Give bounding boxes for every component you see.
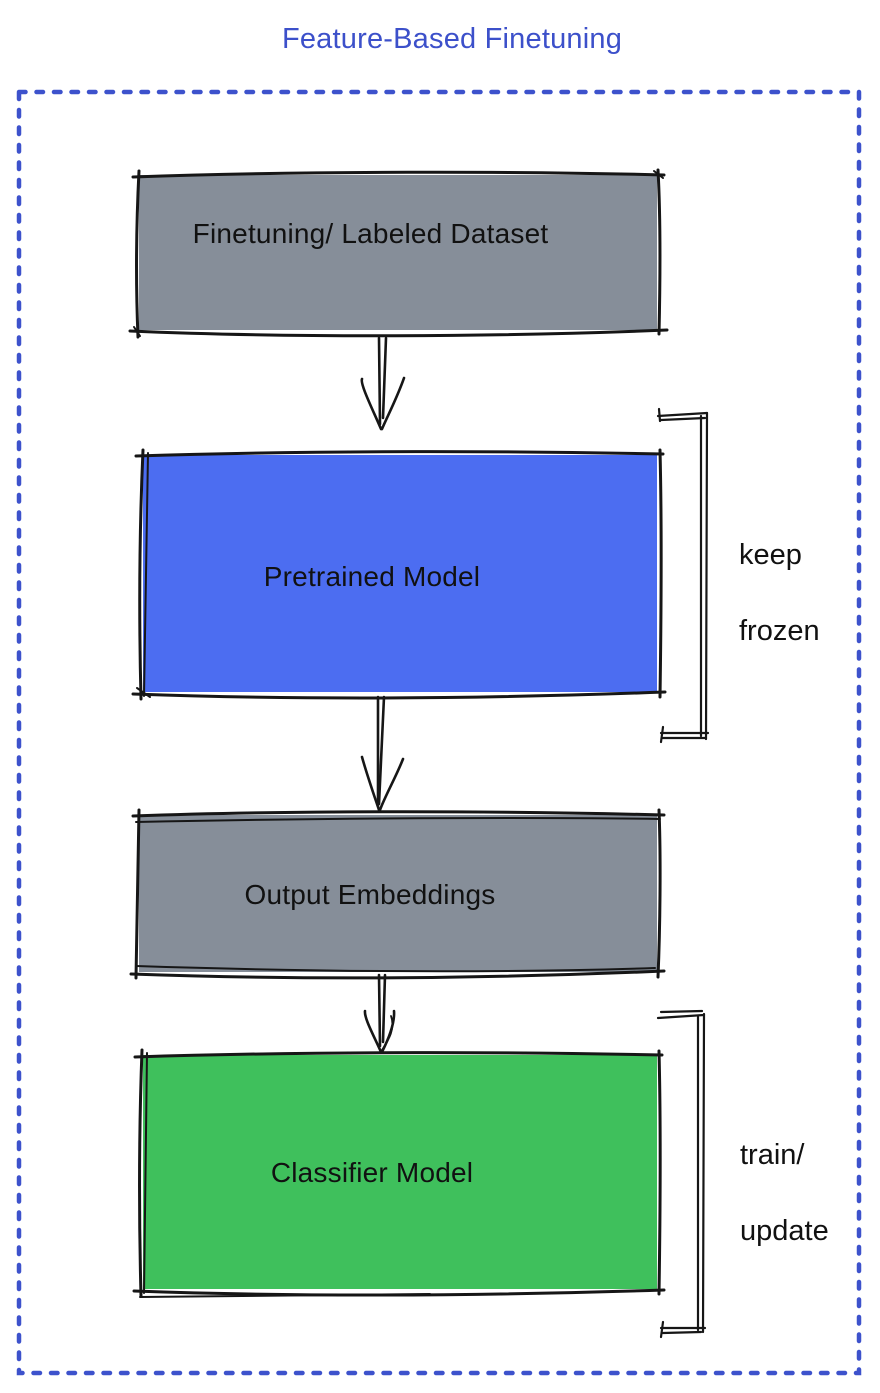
train-update-bracket xyxy=(656,1009,707,1339)
arrow-dataset-to-pretrained xyxy=(360,336,406,431)
dataset-box xyxy=(128,168,669,339)
page-title: Feature-Based Finetuning xyxy=(281,23,623,55)
dotted-frame xyxy=(16,89,862,1376)
embeddings-box xyxy=(129,808,666,980)
pretrained-box-fill xyxy=(143,455,657,692)
keep-frozen-line-1: keep xyxy=(739,539,802,571)
pretrained-box xyxy=(131,448,667,701)
keep-frozen-label: keep frozen xyxy=(739,498,869,650)
classifier-box-label: Classifier Model xyxy=(270,1157,474,1188)
keep-frozen-line-2: frozen xyxy=(739,615,820,647)
dataset-box-fill xyxy=(139,175,657,330)
train-update-line-2: update xyxy=(740,1215,829,1247)
arrow-embeddings-to-classifier xyxy=(363,973,396,1054)
train-update-label: train/ update xyxy=(740,1098,870,1250)
embeddings-box-label: Output Embeddings xyxy=(244,879,496,910)
dataset-box-label: Finetuning/ Labeled Dataset xyxy=(192,218,549,249)
keep-frozen-bracket xyxy=(656,407,710,744)
arrow-pretrained-to-embeddings xyxy=(360,695,405,812)
train-update-line-1: train/ xyxy=(740,1139,805,1171)
classifier-box-fill xyxy=(143,1055,657,1289)
pretrained-box-label: Pretrained Model xyxy=(263,561,481,592)
embeddings-box-fill xyxy=(139,815,657,972)
classifier-box xyxy=(132,1048,666,1298)
